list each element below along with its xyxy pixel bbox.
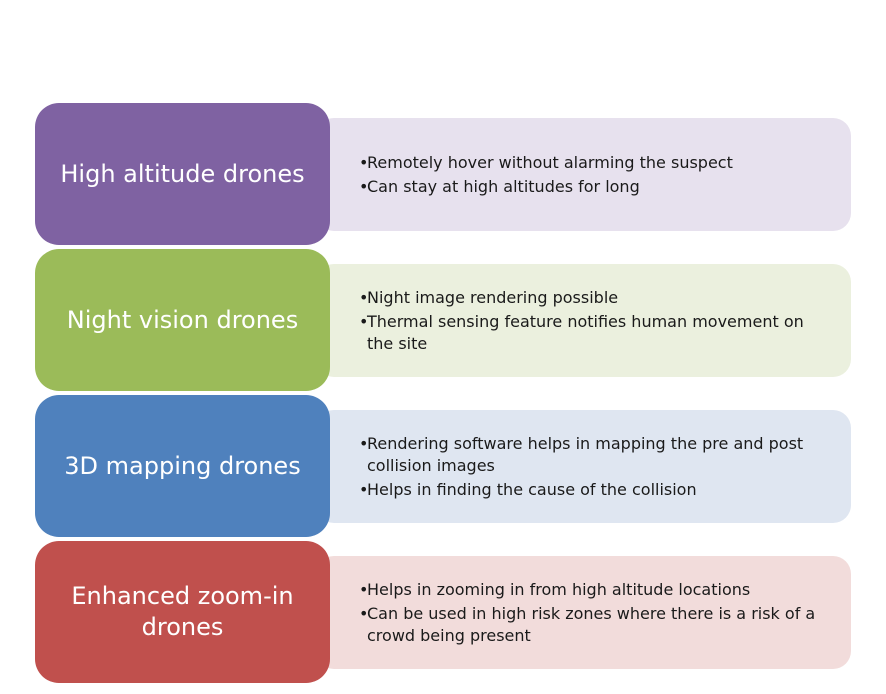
bullet-dot: •: [359, 176, 369, 196]
bullet-item: • Rendering software helps in mapping th…: [359, 433, 821, 477]
category-row-night-vision: Night vision drones • Night image render…: [0, 249, 886, 391]
bullet-dot: •: [359, 579, 369, 599]
category-detail-box: • Helps in zooming in from high altitude…: [316, 556, 851, 669]
category-label-box: High altitude drones: [35, 103, 330, 245]
category-title: 3D mapping drones: [64, 451, 301, 480]
bullet-item: • Night image rendering possible: [359, 287, 821, 309]
category-title: High altitude drones: [60, 159, 305, 188]
bullet-item: • Can stay at high altitudes for long: [359, 176, 821, 198]
category-label-box: Night vision drones: [35, 249, 330, 391]
bullet-item: • Helps in finding the cause of the coll…: [359, 479, 821, 501]
bullet-item: • Helps in zooming in from high altitude…: [359, 579, 821, 601]
category-title: Enhanced zoom-in drones: [71, 582, 294, 641]
bullet-item: • Thermal sensing feature notifies human…: [359, 311, 821, 355]
category-detail-box: • Rendering software helps in mapping th…: [316, 410, 851, 523]
bullet-item: • Remotely hover without alarming the su…: [359, 152, 821, 174]
category-row-enhanced-zoom: Enhanced zoom-in drones • Helps in zoomi…: [0, 541, 886, 683]
bullet-text: Can stay at high altitudes for long: [367, 176, 640, 196]
bullet-dot: •: [359, 287, 369, 307]
bullet-dot: •: [359, 479, 369, 499]
bullet-dot: •: [359, 311, 369, 331]
category-title: Night vision drones: [66, 305, 299, 334]
bullet-item: • Can be used in high risk zones where t…: [359, 603, 821, 647]
bullet-text: Thermal sensing feature notifies human m…: [367, 311, 804, 353]
category-label-box: Enhanced zoom-in drones: [35, 541, 330, 683]
bullet-dot: •: [359, 433, 369, 453]
bullet-text: Helps in zooming in from high altitude l…: [367, 579, 751, 599]
category-detail-box: • Night image rendering possible • Therm…: [316, 264, 851, 377]
category-detail-box: • Remotely hover without alarming the su…: [316, 118, 851, 231]
bullet-dot: •: [359, 152, 369, 172]
bullet-text: Remotely hover without alarming the susp…: [367, 152, 733, 172]
bullet-text: Night image rendering possible: [367, 287, 619, 307]
category-row-high-altitude: High altitude drones • Remotely hover wi…: [0, 103, 886, 245]
category-label-box: 3D mapping drones: [35, 395, 330, 537]
bullet-dot: •: [359, 603, 369, 623]
bullet-text: Can be used in high risk zones where the…: [367, 603, 816, 645]
bullet-text: Helps in finding the cause of the collis…: [367, 479, 697, 499]
bullet-text: Rendering software helps in mapping the …: [367, 433, 804, 475]
category-row-3d-mapping: 3D mapping drones • Rendering software h…: [0, 395, 886, 537]
